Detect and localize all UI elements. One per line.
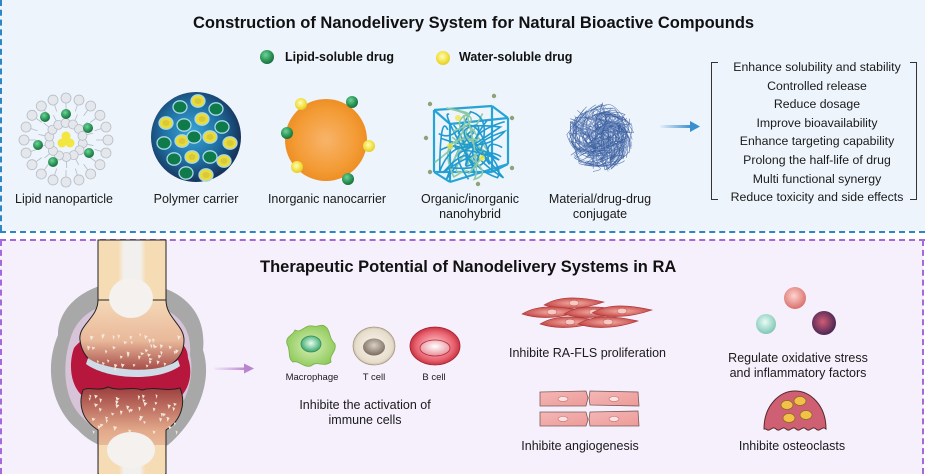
conjugate-coil-icon [566, 102, 635, 172]
cell-label-t-cell: T cell [362, 372, 386, 383]
carrier-label-lipid-nanoparticle: Lipid nanoparticle [15, 192, 113, 206]
immune-caption: Inhibite the activation of immune cells [290, 398, 440, 428]
cell-label-macrophage: Macrophage [285, 372, 339, 383]
cell-label-b-cell: B cell [422, 372, 446, 383]
macrophage-icon [286, 324, 336, 367]
carrier-label-conjugate: Material/drug-drug conjugate [530, 192, 670, 222]
panel-divider-blue [0, 231, 925, 233]
green-drug-dot-icon [260, 50, 274, 64]
inorganic-nanocarrier-icon [281, 96, 375, 185]
yellow-drug-dot-icon [436, 51, 450, 65]
b-cell-icon [409, 326, 461, 366]
carrier-label-polymer-carrier: Polymer carrier [153, 192, 239, 206]
benefits-list: Enhance solubility and stability Control… [712, 58, 922, 207]
carrier-label-conjugate-line2: conjugate [572, 207, 628, 221]
benefit-item: Enhance solubility and stability [733, 60, 901, 74]
carrier-label-inorganic-nanocarrier: Inorganic nanocarrier [267, 192, 387, 206]
legend-water-soluble-label: Water-soluble drug [459, 50, 573, 64]
nanohybrid-cube-icon [423, 93, 515, 187]
bracket-right [910, 62, 917, 200]
panel-border-left [0, 240, 2, 474]
panel-border-right [922, 240, 924, 474]
benefit-item: Reduce toxicity and side effects [730, 190, 904, 205]
effect-label-ra-fls: Inhibite RA-FLS proliferation [508, 346, 667, 360]
therapeutic-panel-title: Therapeutic Potential of Nanodelivery Sy… [260, 258, 677, 276]
immune-caption-line2: immune cells [328, 413, 402, 427]
effect-label-oxidative: Regulate oxidative stress and inflammato… [718, 351, 878, 381]
bracket-left [711, 62, 718, 200]
t-cell-icon [352, 326, 396, 366]
arrow-right-icon [660, 121, 700, 132]
carrier-label-nanohybrid: Organic/inorganic nanohybrid [400, 192, 540, 222]
carrier-label-nanohybrid-line2: nanohybrid [439, 207, 501, 221]
therapeutic-panel: Therapeutic Potential of Nanodelivery Sy… [0, 239, 925, 474]
fibroblast-cells-icon [521, 297, 654, 328]
arrow-right-icon [214, 363, 254, 374]
benefit-item: Prolong the half-life of drug [743, 152, 891, 167]
construction-panel: Construction of Nanodelivery System for … [0, 0, 925, 233]
panel-border-top [0, 239, 925, 241]
inflammatory-factor-spheres-icon [756, 287, 836, 335]
benefit-item: Enhance targeting capability [739, 134, 895, 149]
panel-border-left [0, 0, 2, 231]
effect-label-oxidative-line1: Regulate oxidative stress [728, 351, 868, 365]
effect-label-oxidative-line2: and inflammatory factors [729, 366, 867, 380]
carrier-label-conjugate-line1: Material/drug-drug [548, 192, 652, 206]
inflamed-joint-icon [50, 239, 207, 474]
polymer-carrier-icon [151, 92, 241, 182]
benefit-item: Multi functional synergy [752, 171, 882, 186]
legend-lipid-soluble-label: Lipid-soluble drug [285, 50, 395, 64]
construction-panel-title: Construction of Nanodelivery System for … [193, 14, 755, 32]
effect-label-angiogenesis: Inhibite angiogenesis [521, 439, 639, 453]
benefit-item: Improve bioavailability [756, 115, 878, 130]
carrier-label-nanohybrid-line1: Organic/inorganic [421, 192, 519, 206]
effect-label-osteoclasts: Inhibite osteoclasts [738, 439, 846, 453]
endothelial-cells-icon [539, 390, 640, 427]
benefit-item: Reduce dosage [773, 97, 861, 112]
immune-caption-line1: Inhibite the activation of [299, 398, 431, 412]
benefit-item: Controlled release [767, 78, 867, 93]
osteoclast-icon [763, 390, 827, 431]
lipid-nanoparticle-icon [18, 92, 114, 188]
